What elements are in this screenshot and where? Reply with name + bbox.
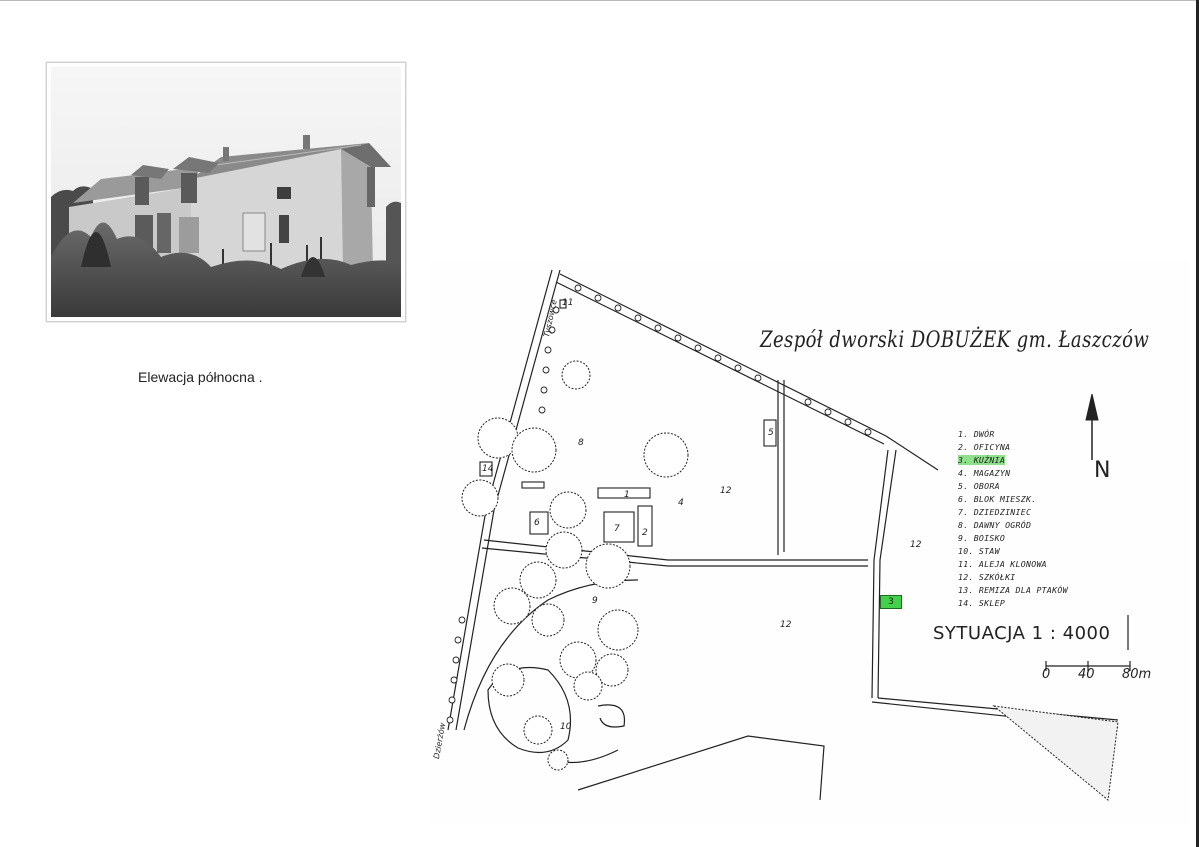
building-number: 11 — [562, 298, 574, 308]
legend-list: 1. DWÓR 2. OFICYNA 3. KUŹNIA 4. MAGAZYN … — [958, 428, 1068, 610]
building-marker-badge: 3 — [880, 595, 902, 609]
legend-item: 1. DWÓR — [958, 429, 995, 439]
legend-item: 13. REMIZA DLA PTAKÓW — [958, 585, 1068, 595]
area-number: 12 — [780, 620, 792, 630]
scale-label: SYTUACJA 1 : 4000 — [933, 623, 1111, 644]
legend-item: 8. DAWNY OGRÓD — [958, 520, 1032, 530]
page-top-edge — [0, 0, 1199, 1]
legend-item: 14. SKLEP — [958, 598, 1006, 608]
area-number: 12 — [720, 486, 732, 496]
area-number: 9 — [592, 596, 598, 606]
legend-item: 7. DZIEDZINIEC — [958, 507, 1032, 517]
scale-tick-40: 40 — [1078, 667, 1095, 682]
scale-tick-0: 0 — [1042, 667, 1051, 682]
scale-tick-80: 80m — [1122, 667, 1152, 682]
area-number: 12 — [910, 540, 922, 550]
building-number: 7 — [614, 524, 620, 534]
photo-image — [51, 67, 401, 317]
legend-item: 6. BLOK MIESZK. — [958, 494, 1037, 504]
building-number: 2 — [642, 528, 648, 538]
legend-item: 10. STAW — [958, 546, 1000, 556]
legend-item: 11. ALEJA KLONOWA — [958, 559, 1047, 569]
site-plan-drawing — [446, 269, 1131, 801]
building-number: 6 — [534, 518, 540, 528]
building-number: 1 — [624, 490, 630, 500]
legend-item: 9. BOISKO — [958, 533, 1006, 543]
legend-item-highlighted: 3. KUŹNIA — [958, 455, 1006, 465]
site-plan: Zespół dworski DOBUŻEK gm. Łaszczów N 1.… — [428, 260, 1190, 826]
page-right-edge — [1196, 0, 1199, 847]
map-title: Zespół dworski DOBUŻEK gm. Łaszczów — [760, 328, 1150, 353]
legend-item: 12. SZKÓŁKI — [958, 572, 1016, 582]
area-number: 8 — [578, 438, 584, 448]
building-number: 5 — [768, 428, 774, 438]
north-label: N — [1094, 458, 1111, 483]
legend-item: 2. OFICYNA — [958, 442, 1011, 452]
legend-item: 5. OBORA — [958, 481, 1000, 491]
legend-item: 4. MAGAZYN — [958, 468, 1011, 478]
building-number: 14 — [482, 464, 494, 474]
photo-caption: Elewacja północna . — [138, 369, 263, 385]
building-number: 4 — [678, 498, 684, 508]
area-number: 10 — [560, 722, 572, 732]
building-photograph — [46, 62, 406, 322]
